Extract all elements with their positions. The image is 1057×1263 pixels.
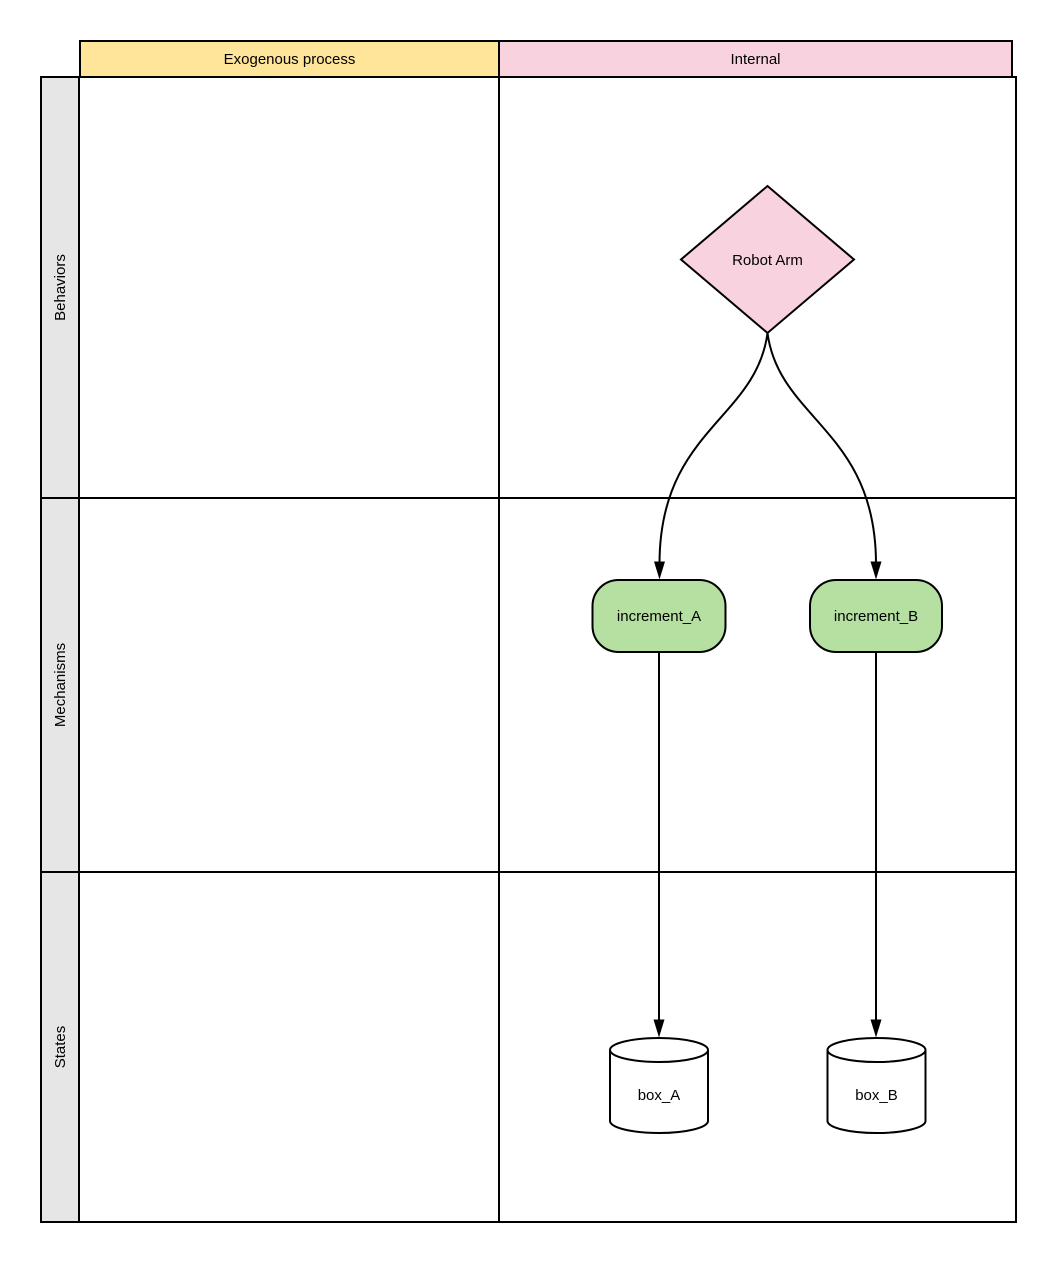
header-exogenous-label: Exogenous process [224,51,356,68]
header-internal-label: Internal [730,51,780,68]
arrowhead-box-b [870,1019,882,1038]
arrowhead-increment-b [870,561,882,580]
node-increment-a-rect [591,579,727,653]
row-states-label: States [52,1026,69,1069]
row-mechanisms-label: Mechanisms [52,643,69,727]
node-increment-b-rect [809,579,943,653]
node-box-b-label: box_B [855,1087,898,1104]
cylinder-top-b [826,1037,927,1063]
arrowhead-box-a [653,1019,665,1038]
node-robot-arm-label: Robot Arm [732,252,803,269]
header-internal-cell [498,40,1013,78]
edge-robot-arm-to-increment-a [658,332,769,565]
edge-robot-arm-to-increment-b [766,332,877,565]
node-box-a-label: box_A [638,1087,681,1104]
row-headers: Behaviors Mechanisms States [40,76,80,1223]
node-increment-a-label: increment_A [617,608,701,625]
node-box-b-cylinder: box_B [826,1037,927,1134]
cylinder-top-a [609,1037,709,1063]
node-box-a-cylinder: box_A [609,1037,709,1134]
row-behaviors-label: Behaviors [52,254,69,321]
cylinder-body-a [609,1050,709,1134]
row-mechanisms-cell [40,497,80,873]
node-increment-b-label: increment_B [834,608,918,625]
nodes: Robot Arm increment_A increment_B box_A … [591,184,943,1134]
row-states-cell [40,871,80,1223]
column-headers: Exogenous process Internal [79,40,1013,78]
node-robot-arm-diamond [679,184,856,335]
arrowhead-increment-a [654,561,665,580]
edges [653,332,882,1038]
cylinder-body-b [826,1050,927,1134]
